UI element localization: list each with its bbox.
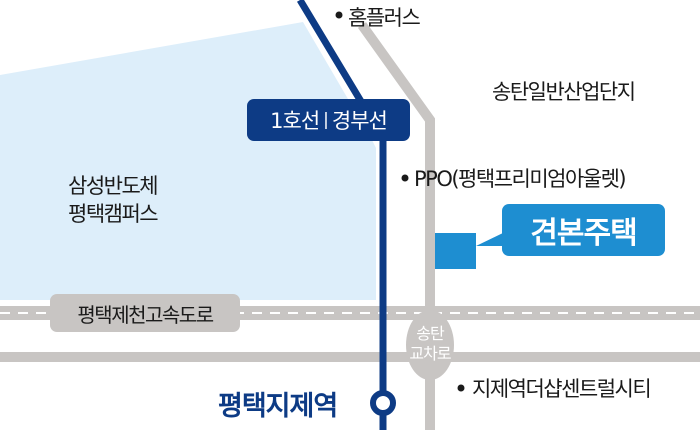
model-house-callout[interactable]: 견본주택: [502, 204, 665, 256]
model-house-label: 견본주택: [530, 216, 637, 251]
rail-line2-name: 경부선: [331, 109, 388, 133]
bullet-icon: [335, 11, 343, 19]
apartment-label: 지제역더샵센트럴시티: [472, 377, 652, 401]
homeplus-label: 홈플러스: [348, 6, 421, 30]
junction-label-line2: 교차로: [409, 344, 451, 363]
samsung-label-line1: 삼성반도체: [68, 174, 159, 198]
samsung-campus-label: 삼성반도체 평택캠퍼스: [68, 172, 159, 228]
rail-line-name: 1호선: [270, 109, 320, 133]
model-house-marker[interactable]: [435, 233, 476, 269]
station-marker[interactable]: [370, 390, 396, 416]
junction-marker: [406, 310, 454, 380]
callout-pointer: [476, 232, 505, 246]
junction-label-line1: 송탄: [416, 324, 444, 343]
samsung-campus-area: [0, 22, 376, 300]
station-label[interactable]: 평택지제역: [218, 391, 338, 422]
ppo-label: PPO(평택프리미엄아울렛): [414, 167, 627, 191]
samsung-label-line2: 평택캠퍼스: [68, 202, 159, 226]
expressway-badge: 평택제천고속도로: [50, 294, 240, 332]
junction-label: 송탄 교차로: [408, 324, 452, 364]
bullet-icon: [457, 384, 465, 392]
separator: |: [323, 110, 329, 130]
expressway-label: 평택제천고속도로: [77, 302, 214, 327]
bullet-icon: [401, 174, 409, 182]
local-road: [0, 352, 700, 362]
industrial-complex-label: 송탄일반산업단지: [492, 80, 636, 104]
rail-line-badge: 1호선 | 경부선: [247, 99, 410, 141]
